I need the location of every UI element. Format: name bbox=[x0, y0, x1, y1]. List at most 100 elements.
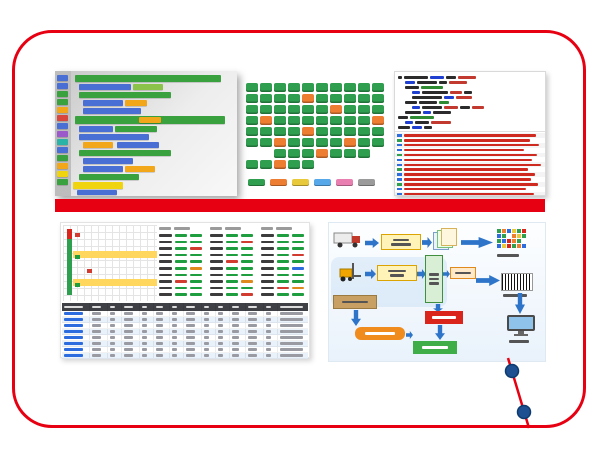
status-button[interactable] bbox=[288, 105, 300, 114]
status-button[interactable] bbox=[358, 94, 370, 103]
status-button[interactable] bbox=[358, 83, 370, 92]
mosaic-cell bbox=[497, 229, 501, 233]
status-button[interactable] bbox=[260, 160, 272, 169]
status-button[interactable] bbox=[302, 105, 314, 114]
status-button[interactable] bbox=[274, 149, 286, 158]
status-button[interactable] bbox=[372, 94, 384, 103]
status-button[interactable] bbox=[302, 138, 314, 147]
status-button[interactable] bbox=[260, 105, 272, 114]
status-button[interactable] bbox=[358, 138, 370, 147]
status-button[interactable] bbox=[358, 116, 370, 125]
status-button[interactable] bbox=[330, 138, 342, 147]
legend-button[interactable] bbox=[358, 179, 375, 186]
status-button[interactable] bbox=[274, 94, 286, 103]
code-line bbox=[395, 80, 545, 85]
status-button[interactable] bbox=[302, 160, 314, 169]
quote-cell bbox=[261, 260, 274, 263]
code-line bbox=[395, 120, 545, 125]
quote-row bbox=[159, 258, 207, 265]
status-button[interactable] bbox=[288, 127, 300, 136]
status-button[interactable] bbox=[274, 105, 286, 114]
cell-bar bbox=[142, 354, 147, 357]
status-button[interactable] bbox=[260, 83, 272, 92]
status-button[interactable] bbox=[344, 149, 356, 158]
status-button[interactable] bbox=[316, 149, 328, 158]
status-button[interactable] bbox=[246, 116, 258, 125]
status-button[interactable] bbox=[274, 127, 286, 136]
status-button[interactable] bbox=[358, 105, 370, 114]
legend-button[interactable] bbox=[336, 179, 353, 186]
status-button[interactable] bbox=[344, 83, 356, 92]
status-button[interactable] bbox=[260, 138, 272, 147]
status-button[interactable] bbox=[344, 94, 356, 103]
code-line bbox=[395, 115, 545, 120]
status-button[interactable] bbox=[246, 138, 258, 147]
status-button[interactable] bbox=[372, 127, 384, 136]
legend-button[interactable] bbox=[248, 179, 265, 186]
legend-button[interactable] bbox=[292, 179, 309, 186]
status-button[interactable] bbox=[302, 149, 314, 158]
status-button[interactable] bbox=[288, 138, 300, 147]
status-button[interactable] bbox=[246, 160, 258, 169]
status-button[interactable] bbox=[274, 160, 286, 169]
legend-button[interactable] bbox=[314, 179, 331, 186]
status-button[interactable] bbox=[288, 116, 300, 125]
status-button[interactable] bbox=[246, 83, 258, 92]
status-button[interactable] bbox=[260, 127, 272, 136]
status-button[interactable] bbox=[330, 83, 342, 92]
status-button[interactable] bbox=[260, 94, 272, 103]
status-button[interactable] bbox=[330, 149, 342, 158]
status-button[interactable] bbox=[274, 116, 286, 125]
status-button[interactable] bbox=[316, 138, 328, 147]
status-button[interactable] bbox=[302, 116, 314, 125]
status-button[interactable] bbox=[288, 83, 300, 92]
cell-bar bbox=[218, 354, 223, 357]
status-button[interactable] bbox=[316, 105, 328, 114]
status-button[interactable] bbox=[372, 105, 384, 114]
palette-block bbox=[57, 147, 68, 153]
status-button[interactable] bbox=[372, 138, 384, 147]
log-icon bbox=[397, 183, 402, 186]
status-button[interactable] bbox=[316, 116, 328, 125]
status-button[interactable] bbox=[302, 94, 314, 103]
arrow-right-icon bbox=[476, 275, 500, 286]
status-button[interactable] bbox=[288, 160, 300, 169]
cell-bar bbox=[64, 348, 83, 351]
status-button[interactable] bbox=[358, 149, 370, 158]
status-button[interactable] bbox=[302, 83, 314, 92]
legend-button[interactable] bbox=[270, 179, 287, 186]
status-button[interactable] bbox=[274, 83, 286, 92]
cell-bar bbox=[280, 354, 303, 357]
arrow-down-icon bbox=[515, 293, 525, 314]
status-button[interactable] bbox=[260, 116, 272, 125]
status-button[interactable] bbox=[330, 105, 342, 114]
mosaic-cell bbox=[517, 229, 521, 233]
table-cell bbox=[90, 317, 108, 322]
status-button[interactable] bbox=[372, 116, 384, 125]
status-button[interactable] bbox=[288, 149, 300, 158]
log-text bbox=[404, 143, 539, 147]
status-button[interactable] bbox=[316, 127, 328, 136]
status-button[interactable] bbox=[344, 127, 356, 136]
status-button[interactable] bbox=[302, 127, 314, 136]
status-button[interactable] bbox=[246, 94, 258, 103]
table-cell bbox=[90, 341, 108, 346]
status-button[interactable] bbox=[274, 138, 286, 147]
status-button[interactable] bbox=[358, 127, 370, 136]
status-button[interactable] bbox=[344, 138, 356, 147]
status-button[interactable] bbox=[316, 83, 328, 92]
status-button[interactable] bbox=[330, 127, 342, 136]
status-button[interactable] bbox=[344, 105, 356, 114]
code-line bbox=[395, 90, 545, 95]
status-button[interactable] bbox=[344, 116, 356, 125]
table-cell bbox=[122, 335, 140, 340]
status-button[interactable] bbox=[372, 83, 384, 92]
quote-row bbox=[261, 232, 309, 239]
status-button[interactable] bbox=[246, 127, 258, 136]
quote-cell bbox=[210, 234, 223, 237]
status-button[interactable] bbox=[316, 94, 328, 103]
status-button[interactable] bbox=[246, 105, 258, 114]
status-button[interactable] bbox=[330, 116, 342, 125]
status-button[interactable] bbox=[330, 94, 342, 103]
status-button[interactable] bbox=[288, 94, 300, 103]
